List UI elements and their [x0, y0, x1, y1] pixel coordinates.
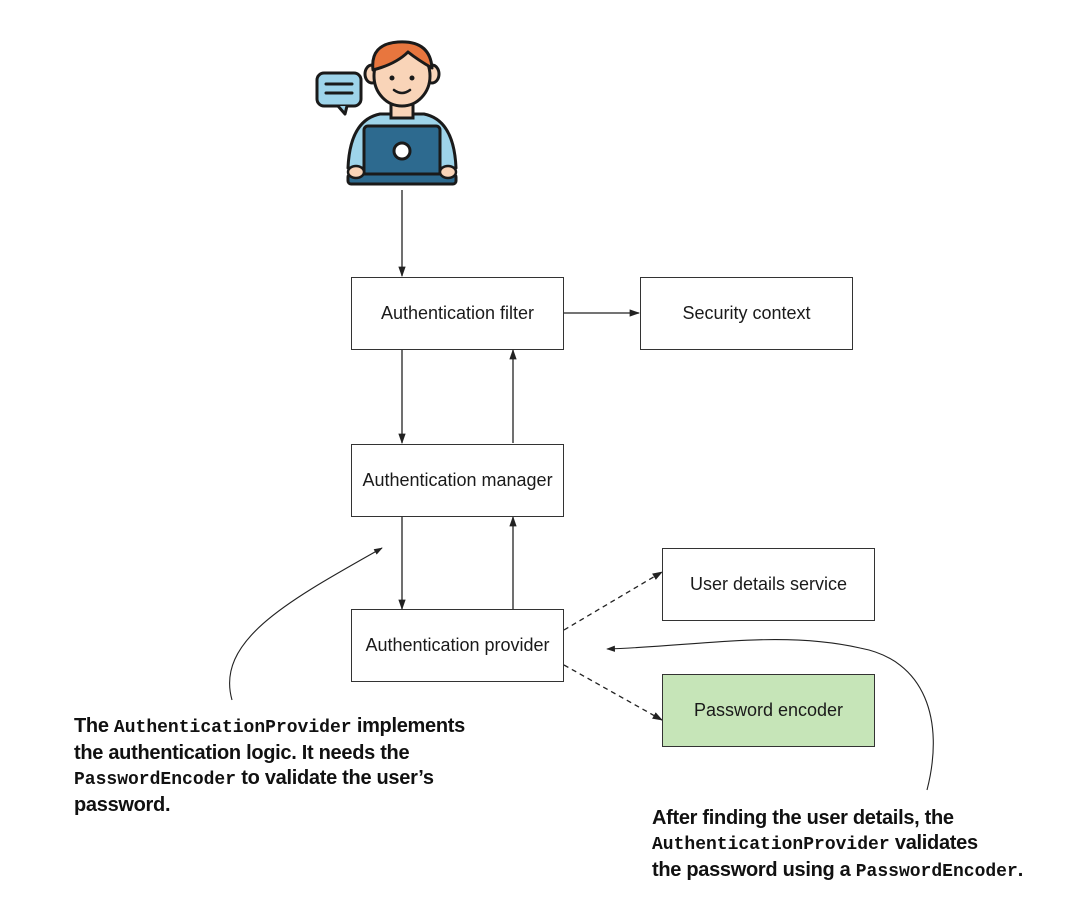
- authentication-manager-label: Authentication manager: [362, 470, 553, 490]
- right-note-text: validates: [889, 832, 978, 854]
- left-note-code: AuthenticationProvider: [113, 718, 352, 738]
- person-with-laptop-icon: [315, 40, 458, 186]
- left-annotation-line-2: the authentication logic. It needs the: [74, 742, 410, 764]
- security-context-box: Security context: [640, 277, 853, 350]
- right-annotation: After finding the user details, the Auth…: [652, 806, 1077, 885]
- authentication-filter-box: Authentication filter: [351, 277, 564, 350]
- password-encoder-label: Password encoder: [693, 700, 844, 720]
- right-note-code: AuthenticationProvider: [652, 835, 890, 855]
- authentication-provider-label: Authentication provider: [365, 635, 550, 655]
- left-note-code: PasswordEncoder: [74, 770, 237, 790]
- right-annotation-line-1: After finding the user details, the: [652, 807, 954, 829]
- authentication-provider-box: Authentication provider: [351, 609, 564, 682]
- left-annotation-line-3: PasswordEncoder to validate the user’s: [74, 766, 544, 793]
- arrow-provider-to-user-details: [563, 571, 663, 631]
- left-annotation: The AuthenticationProvider implements th…: [74, 714, 544, 818]
- left-note-pointer: [229, 547, 383, 701]
- left-annotation-line-4: password.: [74, 794, 171, 816]
- right-note-text: the password using a: [652, 859, 856, 881]
- arrow-provider-to-encoder: [563, 664, 663, 721]
- left-note-text: implements: [351, 715, 465, 737]
- right-note-pointer: [606, 639, 934, 791]
- user-details-service-box: User details service: [662, 548, 875, 621]
- right-annotation-line-2: AuthenticationProvider validates: [652, 831, 1077, 858]
- left-note-text: The: [74, 715, 114, 737]
- left-note-text: to validate the user’s: [236, 767, 434, 789]
- right-note-text: .: [1017, 859, 1024, 881]
- speech-bubble-icon: [315, 71, 363, 116]
- right-note-code: PasswordEncoder: [855, 862, 1018, 882]
- left-annotation-line-1: The AuthenticationProvider implements: [74, 714, 544, 741]
- authentication-manager-box: Authentication manager: [351, 444, 564, 517]
- user-details-service-label: User details service: [689, 574, 848, 594]
- password-encoder-box: Password encoder: [662, 674, 875, 747]
- security-context-label: Security context: [682, 303, 811, 323]
- right-annotation-line-3: the password using a PasswordEncoder.: [652, 858, 1077, 885]
- authentication-filter-label: Authentication filter: [380, 303, 535, 323]
